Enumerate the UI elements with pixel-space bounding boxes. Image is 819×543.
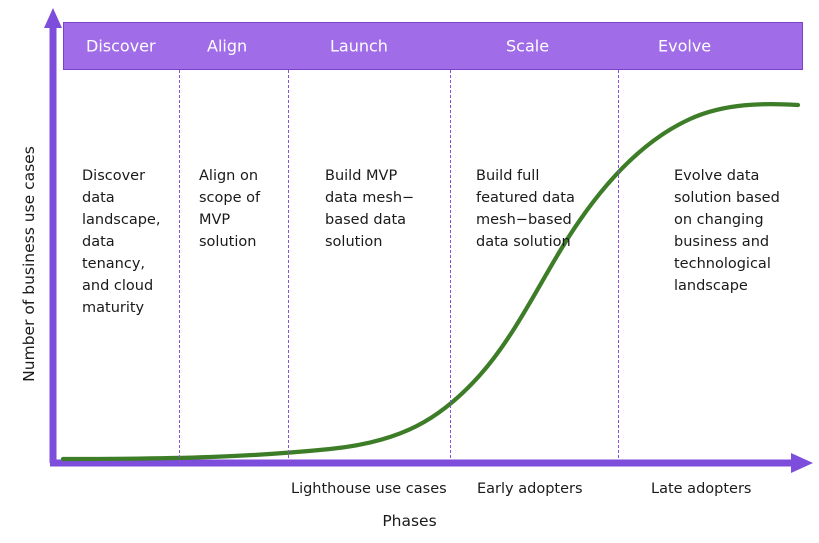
phase-label-scale: Scale (506, 36, 550, 56)
phase-divider-4 (618, 70, 619, 463)
phase-label-evolve: Evolve (658, 36, 712, 56)
phase-body-scale: Build full featured data mesh−based data… (476, 168, 575, 250)
phase-body-discover: Discover data landscape, data tenancy, a… (82, 168, 161, 316)
phase-divider-1 (179, 70, 180, 463)
phase-body-align: Align on scope of MVP solution (199, 168, 261, 250)
phase-divider-2 (288, 70, 289, 463)
phase-label-discover: Discover (86, 36, 156, 56)
adopter-label-lighthouse: Lighthouse use cases (291, 481, 447, 497)
adopter-label-early: Early adopters (477, 481, 583, 497)
phase-body-launch: Build MVP data mesh− based data solution (325, 168, 415, 250)
x-axis-arrow-icon (791, 453, 813, 473)
phase-body-evolve: Evolve data solution based on changing b… (674, 168, 780, 294)
phase-label-launch: Launch (330, 36, 388, 56)
adopter-label-late: Late adopters (651, 481, 752, 497)
phase-divider-3 (450, 70, 451, 463)
x-axis-title: Phases (382, 512, 437, 530)
phase-label-align: Align (207, 36, 248, 56)
y-axis-title: Number of business use cases (20, 146, 38, 382)
y-axis-arrow-icon (44, 8, 62, 28)
phase-header-bar: Discover Align Launch Scale Evolve (63, 22, 803, 70)
